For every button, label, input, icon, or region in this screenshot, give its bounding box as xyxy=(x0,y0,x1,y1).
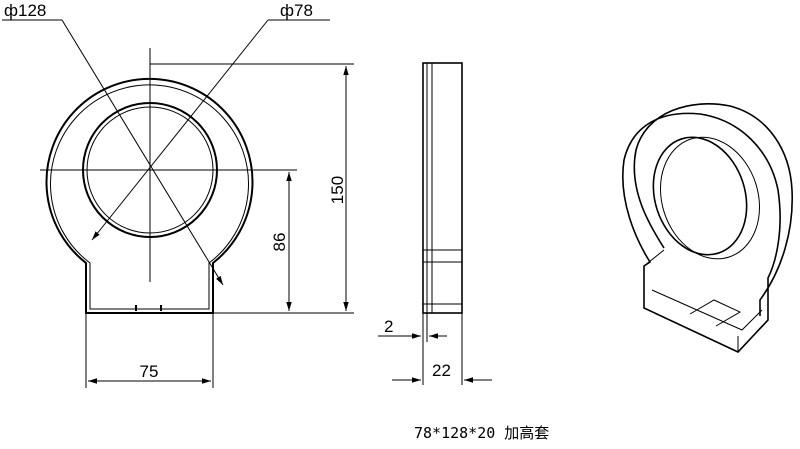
front-view: ф128 ф78 150 86 75 xyxy=(2,1,354,388)
dim-base-width-label: 75 xyxy=(140,362,159,381)
front-outer-outline xyxy=(45,77,254,314)
side-outline xyxy=(422,62,463,314)
iso-base-slot xyxy=(689,299,742,327)
dim-total-height-label: 150 xyxy=(328,176,347,204)
dim-wall-thickness-label: 2 xyxy=(384,317,393,336)
dim-outer-leader xyxy=(61,19,224,286)
front-outer-inner-edge xyxy=(50,84,249,310)
dim-base-height-label: 86 xyxy=(270,233,289,252)
iso-inner-opening-front xyxy=(652,136,748,256)
isometric-view xyxy=(622,103,794,353)
dim-inner-diameter-label: ф78 xyxy=(280,1,313,20)
side-view: 2 22 xyxy=(378,62,492,385)
dim-inner-leader xyxy=(91,19,269,241)
iso-base-top xyxy=(651,289,763,331)
iso-outer-back xyxy=(633,103,794,316)
dim-depth-label: 22 xyxy=(432,361,451,380)
dim-outer-diameter-label: ф128 xyxy=(4,1,46,20)
iso-outer-front xyxy=(622,112,781,353)
iso-base-corner-left xyxy=(643,249,665,267)
iso-inner-opening-back xyxy=(659,136,761,260)
caption: 78*128*20 加高套 xyxy=(414,424,549,442)
